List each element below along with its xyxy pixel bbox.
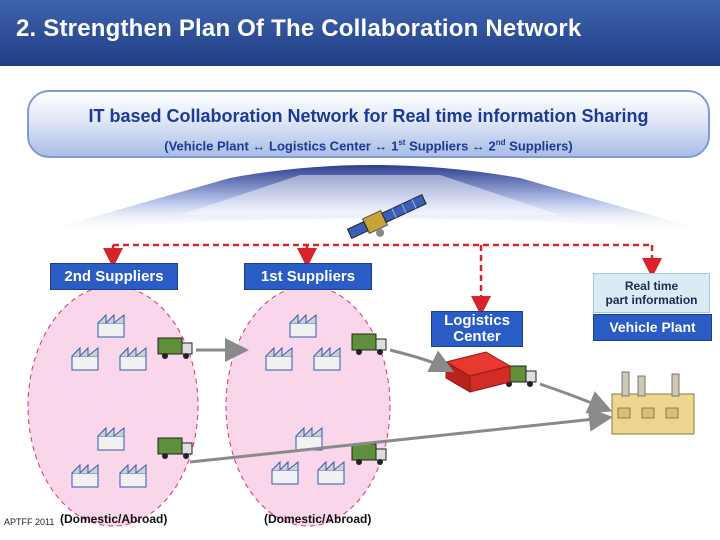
banner-subtitle: (Vehicle Plant ↔ Logistics Center ↔ 1st … [164, 138, 573, 154]
signal-beam [40, 165, 710, 232]
logistics-center-label-line2: Center [453, 328, 501, 345]
banner-title: IT based Collaboration Network for Real … [88, 106, 649, 126]
second-suppliers-label: 2nd Suppliers [50, 263, 178, 290]
first-suppliers-caption: (Domestic/Abroad) [264, 512, 372, 526]
collaboration-banner: IT based Collaboration Network for Real … [27, 90, 710, 158]
logistics-center-label-line1: Logistics [444, 312, 510, 329]
realtime-info-line2: part information [605, 293, 698, 307]
footer-text: APTFF 2011 [4, 517, 55, 527]
satellite-icon [346, 193, 427, 240]
realtime-info-box: Real time part information [593, 273, 710, 313]
second-suppliers-caption: (Domestic/Abroad) [60, 512, 168, 526]
supplier-factory-icons [71, 313, 345, 488]
slide-title: 2. Strengthen Plan Of The Collaboration … [16, 15, 582, 42]
vehicle-plant-icon [611, 371, 695, 435]
logistics-center-label: Logistics Center [431, 311, 523, 347]
realtime-info-line1: Real time [624, 279, 679, 293]
first-suppliers-label: 1st Suppliers [244, 263, 372, 290]
logistics-center-icon [444, 351, 512, 393]
material-flow-arrows [189, 338, 613, 464]
vehicle-plant-label: Vehicle Plant [593, 314, 712, 341]
dashed-distribution-arrows [103, 243, 662, 316]
slide-header: 2. Strengthen Plan Of The Collaboration … [0, 0, 720, 66]
